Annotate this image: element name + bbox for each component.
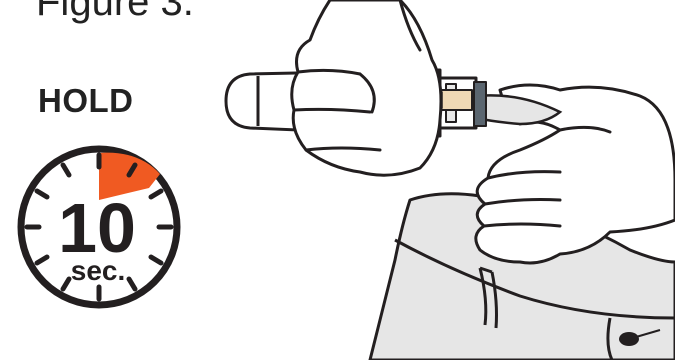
gripping-hand [292,0,441,175]
timer-unit: sec. [71,255,126,286]
clock-icon: 10 sec. [21,149,177,305]
